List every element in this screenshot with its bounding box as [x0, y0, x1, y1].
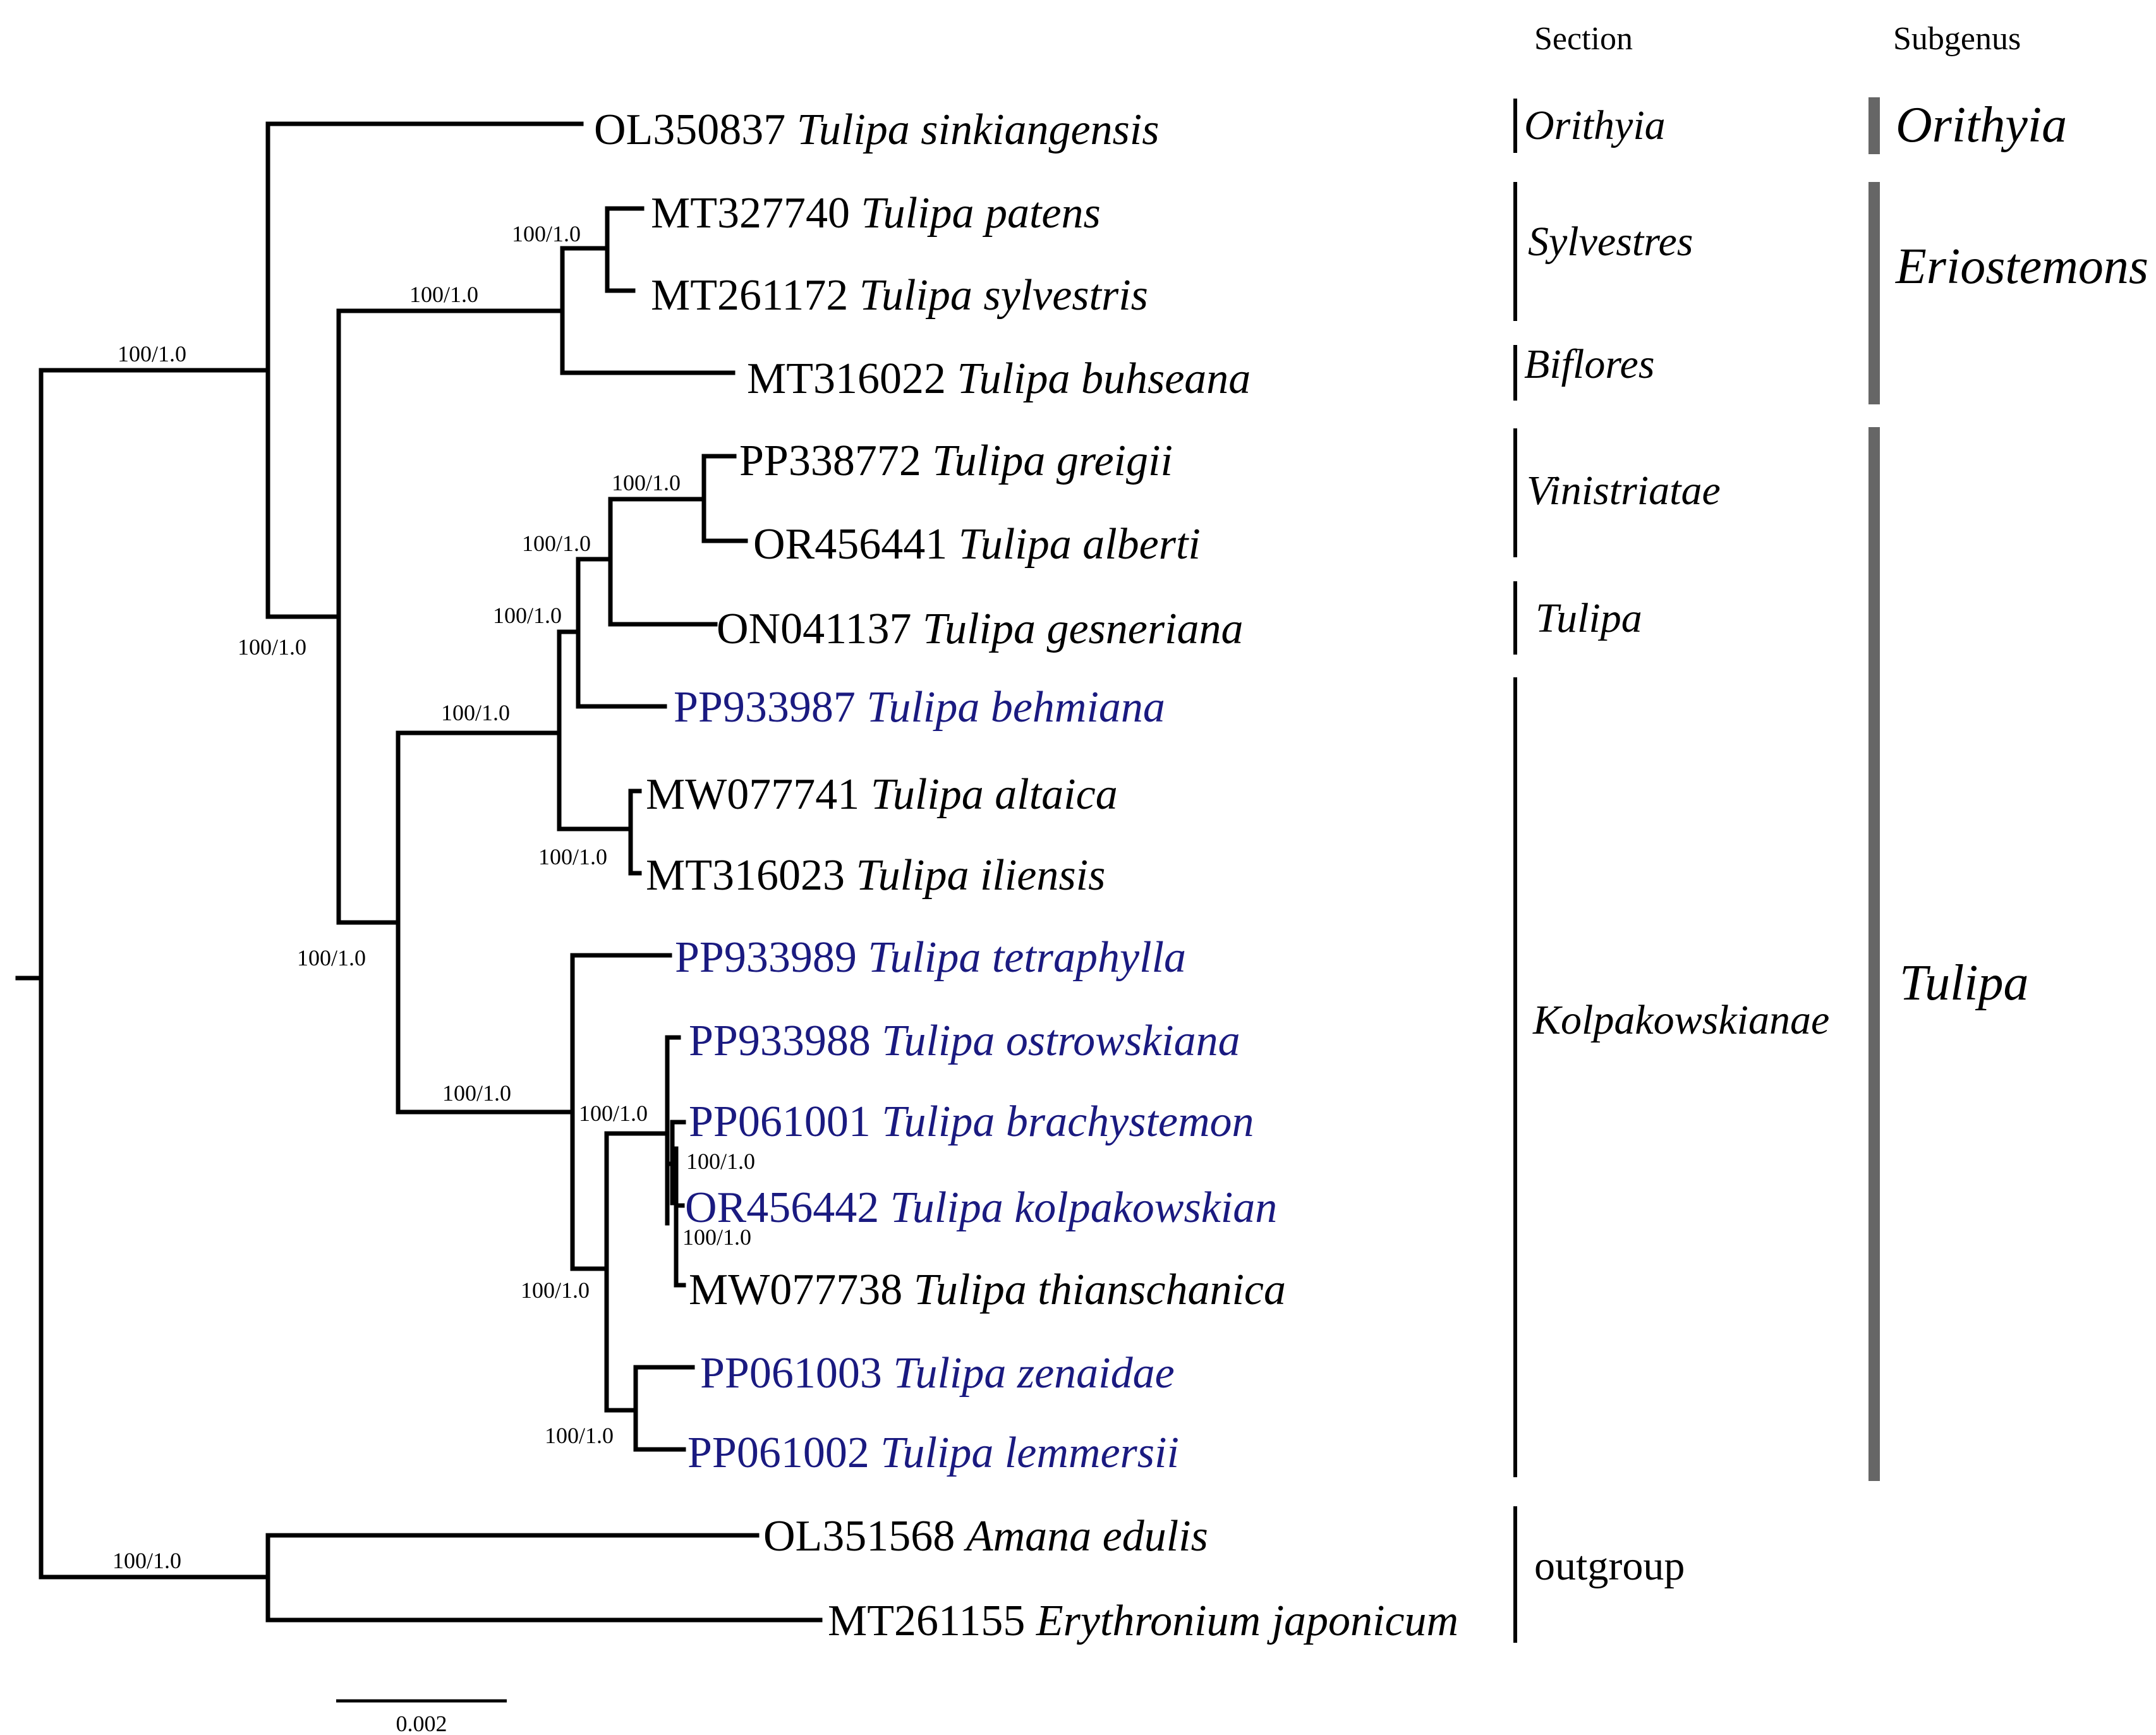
- tip-species: Tulipa behmiana: [866, 683, 1165, 732]
- tip-label: PP338772 Tulipa greigii: [739, 437, 1173, 485]
- section-column: Orithyia Sylvestres Biflores Vinistriata…: [1513, 99, 1829, 1643]
- tip-accession: PP933987: [674, 683, 866, 732]
- tip-label: PP061001 Tulipa brachystemon: [689, 1097, 1254, 1146]
- support-label: 100/1.0: [545, 1423, 614, 1448]
- tip-label: MW077741 Tulipa altaica: [646, 770, 1118, 819]
- tip-accession: PP933988: [689, 1017, 881, 1065]
- support-label: 100/1.0: [686, 1149, 755, 1174]
- support-label: 100/1.0: [112, 1548, 181, 1573]
- tip-label: PP933987 Tulipa behmiana: [674, 683, 1165, 732]
- tip-species: Tulipa tetraphylla: [868, 933, 1186, 982]
- tip-species: Tulipa iliensis: [856, 851, 1106, 900]
- section-header: Section: [1534, 21, 1633, 57]
- support-label: 100/1.0: [521, 1278, 590, 1303]
- tip-label: MW077738 Tulipa thianschanica: [689, 1266, 1286, 1314]
- support-label: 100/1.0: [493, 603, 562, 628]
- support-label: 100/1.0: [441, 700, 510, 725]
- tip-accession: MT261172: [651, 271, 859, 320]
- tip-label: PP061002 Tulipa lemmersii: [687, 1429, 1179, 1477]
- subgenus-header: Subgenus: [1893, 21, 2021, 57]
- support-label: 100/1.0: [409, 282, 478, 307]
- tip-label: MT316022 Tulipa buhseana: [747, 354, 1251, 403]
- tip-accession: OL351568: [763, 1512, 966, 1561]
- tip-accession: MW077738: [689, 1266, 914, 1314]
- tip-species: Tulipa kolpakowskian: [890, 1183, 1278, 1232]
- tip-species: Tulipa altaica: [871, 770, 1118, 819]
- tip-species: Amana edulis: [964, 1512, 1208, 1561]
- tip-label: MT261155 Erythronium japonicum: [828, 1597, 1458, 1645]
- section-label-tulipa: Tulipa: [1535, 595, 1642, 641]
- tip-species: Tulipa lemmersii: [880, 1429, 1179, 1477]
- tip-accession: PP338772: [739, 437, 932, 485]
- support-label: 100/1.0: [442, 1080, 511, 1106]
- tip-label: OR456441 Tulipa alberti: [753, 520, 1201, 569]
- support-values: 100/1.0 100/1.0 100/1.0 100/1.0 100/1.0 …: [112, 221, 755, 1573]
- section-label-outgroup: outgroup: [1534, 1543, 1685, 1589]
- tip-accession: MT316023: [646, 851, 856, 900]
- scale-label: 0.002: [396, 1711, 447, 1735]
- tip-accession: MT316022: [747, 354, 957, 403]
- tip-accession: PP061001: [689, 1097, 881, 1146]
- tip-accession: OR456441: [753, 520, 959, 569]
- tip-label: PP933989 Tulipa tetraphylla: [675, 933, 1186, 982]
- tip-species: Tulipa gesneriana: [923, 605, 1244, 653]
- tip-species: Tulipa sinkiangensis: [797, 106, 1160, 154]
- tip-label: ON041137 Tulipa gesneriana: [717, 605, 1244, 653]
- section-label-biflores: Biflores: [1524, 341, 1655, 387]
- tip-species: Tulipa patens: [861, 189, 1101, 238]
- tip-label: OL350837 Tulipa sinkiangensis: [594, 106, 1159, 154]
- tip-label: OL351568 Amana edulis: [763, 1512, 1208, 1561]
- tip-label: MT316023 Tulipa iliensis: [646, 851, 1105, 900]
- tip-species: Tulipa brachystemon: [881, 1097, 1254, 1146]
- subgenus-label-eriostemons: Eriostemons: [1895, 239, 2148, 294]
- tip-accession: ON041137: [717, 605, 923, 653]
- tip-label: OR456442 Tulipa kolpakowskian: [685, 1183, 1277, 1232]
- section-label-sylvestres: Sylvestres: [1528, 219, 1693, 265]
- tip-label: MT261172 Tulipa sylvestris: [651, 271, 1148, 320]
- tip-accession: PP061003: [700, 1349, 893, 1398]
- tip-accession: PP933989: [675, 933, 868, 982]
- tree-branches: [15, 121, 823, 1623]
- tip-accession: OR456442: [685, 1183, 890, 1232]
- support-label: 100/1.0: [522, 531, 591, 556]
- subgenus-label-tulipa: Tulipa: [1899, 955, 2029, 1011]
- subgenus-label-orithyia: Orithyia: [1896, 97, 2067, 153]
- tip-species: Tulipa thianschanica: [914, 1266, 1286, 1314]
- section-label-kolpakowskianae: Kolpakowskianae: [1532, 997, 1829, 1043]
- tip-accession: MT261155: [828, 1597, 1036, 1645]
- section-label-orithyia: Orithyia: [1524, 102, 1666, 148]
- tip-accession: MW077741: [646, 770, 871, 819]
- section-label-vinistriatae: Vinistriatae: [1527, 468, 1721, 514]
- tip-accession: PP061002: [687, 1429, 880, 1477]
- support-label: 100/1.0: [297, 945, 366, 970]
- support-label: 100/1.0: [512, 221, 581, 246]
- tip-accession: OL350837: [594, 106, 797, 154]
- support-label: 100/1.0: [612, 470, 681, 495]
- tip-species: Tulipa sylvestris: [859, 271, 1148, 320]
- support-label: 100/1.0: [538, 844, 607, 869]
- subgenus-column: Orithyia Eriostemons Tulipa: [1868, 97, 2148, 1481]
- tip-species: Tulipa greigii: [932, 437, 1173, 485]
- tip-label: PP933988 Tulipa ostrowskiana: [689, 1017, 1240, 1065]
- support-label: 100/1.0: [118, 341, 186, 366]
- support-label: 100/1.0: [238, 634, 306, 660]
- tip-label: MT327740 Tulipa patens: [651, 189, 1101, 238]
- tip-species: Tulipa buhseana: [957, 354, 1251, 403]
- support-label: 100/1.0: [682, 1224, 751, 1250]
- scale-bar: 0.002: [336, 1699, 507, 1735]
- tip-accession: MT327740: [651, 189, 861, 238]
- tip-species: Tulipa alberti: [959, 520, 1201, 569]
- tip-label: PP061003 Tulipa zenaidae: [700, 1349, 1175, 1398]
- tip-species: Tulipa zenaidae: [893, 1349, 1174, 1398]
- tip-species: Tulipa ostrowskiana: [881, 1017, 1240, 1065]
- tip-species: Erythronium japonicum: [1036, 1597, 1458, 1645]
- support-label: 100/1.0: [579, 1101, 648, 1126]
